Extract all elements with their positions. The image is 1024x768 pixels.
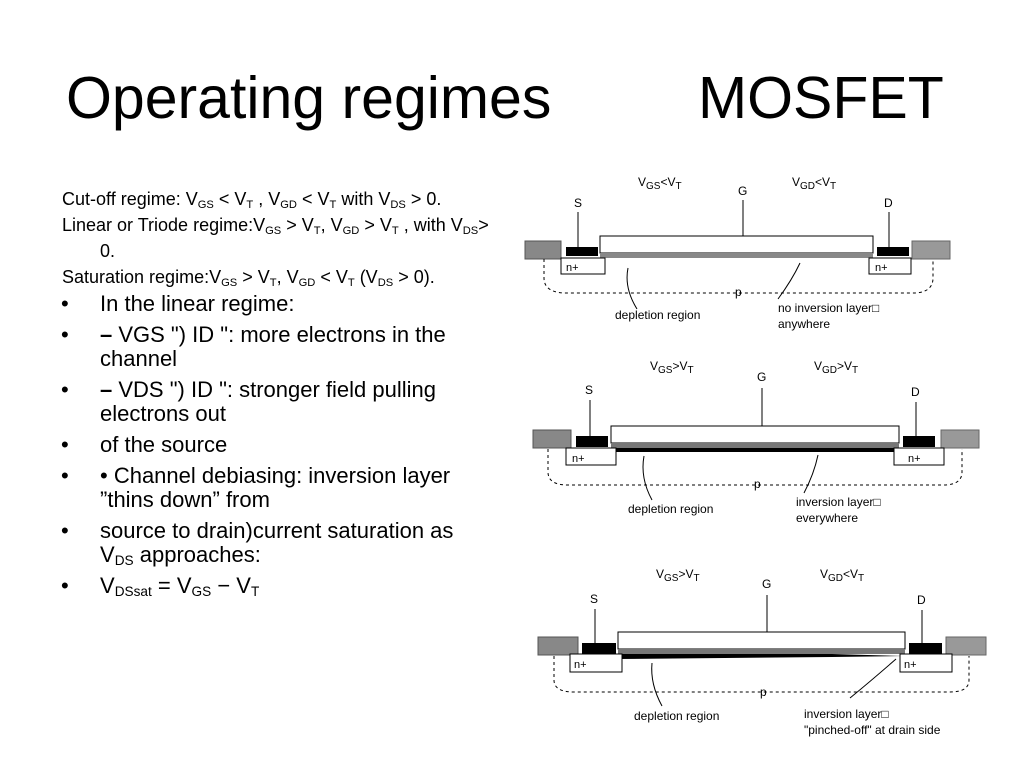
mosfet-cutoff-diagram: VGS<VT VGD<VT G S D n+ n+ p depletion re…: [524, 175, 951, 331]
depletion-label: depletion region: [615, 308, 700, 322]
slide-title: Operating regimes MOSFET: [66, 62, 944, 134]
regime-saturation: Saturation regime:VGS > VT, VGD < VT (VD…: [62, 267, 435, 289]
gate-electrode: [610, 425, 900, 444]
vgs-label: VGS<VT: [638, 175, 682, 192]
depletion-boundary: [543, 259, 934, 294]
substrate-label: p: [735, 285, 742, 299]
depletion-label: depletion region: [628, 502, 713, 516]
inversion-layer: [611, 448, 899, 452]
field-oxide-left: [532, 429, 572, 449]
vgs-label: VGS>VT: [650, 359, 694, 376]
inversion-label: inversion layer□: [804, 707, 889, 721]
source-nplus-region: [569, 653, 623, 673]
gate-oxide: [600, 253, 873, 258]
inversion-label-2: everywhere: [796, 511, 858, 525]
gate-oxide: [618, 649, 905, 654]
vgd-label: VGD<VT: [820, 567, 864, 584]
field-oxide-left: [537, 636, 579, 656]
field-oxide-left: [524, 240, 562, 260]
field-oxide-right: [945, 636, 987, 656]
inversion-pointer: [777, 262, 801, 300]
inversion-label-2: anywhere: [778, 317, 830, 331]
drain-contact: [877, 247, 909, 256]
gate-label: G: [757, 370, 766, 384]
regime-cutoff: Cut-off regime: VGS < VT , VGD < VT with…: [62, 189, 442, 211]
source-contact: [582, 643, 616, 654]
inversion-pointer: [849, 658, 897, 699]
gate-electrode: [617, 631, 906, 650]
vgd-label: VGD<VT: [792, 175, 836, 192]
inversion-label-2: "pinched-off" at drain side: [804, 723, 941, 737]
inversion-label: no inversion layer□: [778, 301, 879, 315]
drain-label: D: [911, 385, 920, 399]
depletion-boundary: [553, 656, 970, 693]
text-column: Cut-off regime: VGS < VT , VGD < VT with…: [61, 186, 492, 605]
source-nplus-region: [565, 447, 617, 466]
nplus-label: n+: [566, 262, 579, 274]
depletion-pointer: [642, 455, 653, 501]
bullet-list: •In the linear regime: •– VGS ") ID ": m…: [61, 291, 492, 599]
gate-label: G: [738, 184, 747, 198]
inversion-pointer: [803, 454, 819, 494]
source-label: S: [574, 196, 582, 210]
depletion-pointer: [651, 662, 663, 707]
source-label: S: [590, 592, 598, 606]
bullet-item: •source to drain)current saturation as V…: [61, 518, 454, 568]
depletion-label: depletion region: [634, 709, 719, 723]
drain-contact: [909, 643, 942, 654]
vgs-label: VGS>VT: [656, 567, 700, 584]
bullet-item: •• Channel debiasing: inversion layer ”t…: [61, 463, 451, 512]
source-contact: [576, 436, 608, 447]
substrate-label: p: [760, 685, 767, 699]
title-left: Operating regimes: [66, 65, 552, 131]
mosfet-saturation-diagram: VGS>VT VGD<VT G S D n+ n+ p depletion re…: [537, 567, 987, 737]
field-oxide-right: [940, 429, 980, 449]
vgd-label: VGD>VT: [814, 359, 858, 376]
gate-label: G: [762, 577, 771, 591]
source-label: S: [585, 383, 593, 397]
depletion-pointer: [626, 267, 638, 310]
nplus-label: n+: [875, 262, 888, 274]
nplus-label: n+: [572, 453, 585, 465]
title-right: MOSFET: [698, 65, 944, 131]
substrate-label: p: [754, 477, 761, 491]
bullet-item: •– VGS ") ID ": more electrons in the ch…: [61, 322, 446, 371]
drain-label: D: [884, 196, 893, 210]
bullet-item: •VDSsat = VGS − VT: [61, 573, 260, 599]
regime-list: Cut-off regime: VGS < VT , VGD < VT with…: [62, 186, 492, 290]
inversion-label: inversion layer□: [796, 495, 881, 509]
bullet-item: •In the linear regime:: [61, 291, 295, 316]
bullet-item: •– VDS ") ID ": stronger field pulling e…: [61, 377, 436, 426]
drain-nplus-region: [899, 653, 953, 673]
regime-linear: Linear or Triode regime:VGS > VT, VGD > …: [62, 215, 489, 261]
drain-contact: [903, 436, 935, 447]
drain-nplus-region: [893, 447, 945, 466]
pinched-inversion-layer: [618, 654, 904, 659]
gate-oxide: [611, 443, 899, 448]
drain-nplus-region: [868, 257, 912, 275]
nplus-label: n+: [574, 659, 587, 671]
nplus-label: n+: [904, 659, 917, 671]
bullet-item: •of the source: [61, 432, 228, 457]
drain-label: D: [917, 593, 926, 607]
source-nplus-region: [560, 257, 606, 275]
gate-electrode: [599, 235, 874, 254]
field-oxide-right: [911, 240, 951, 260]
depletion-boundary: [547, 449, 963, 486]
nplus-label: n+: [908, 453, 921, 465]
source-contact: [566, 247, 598, 256]
mosfet-linear-diagram: VGS>VT VGD>VT G S D n+ n+ p depletion re…: [532, 359, 980, 525]
